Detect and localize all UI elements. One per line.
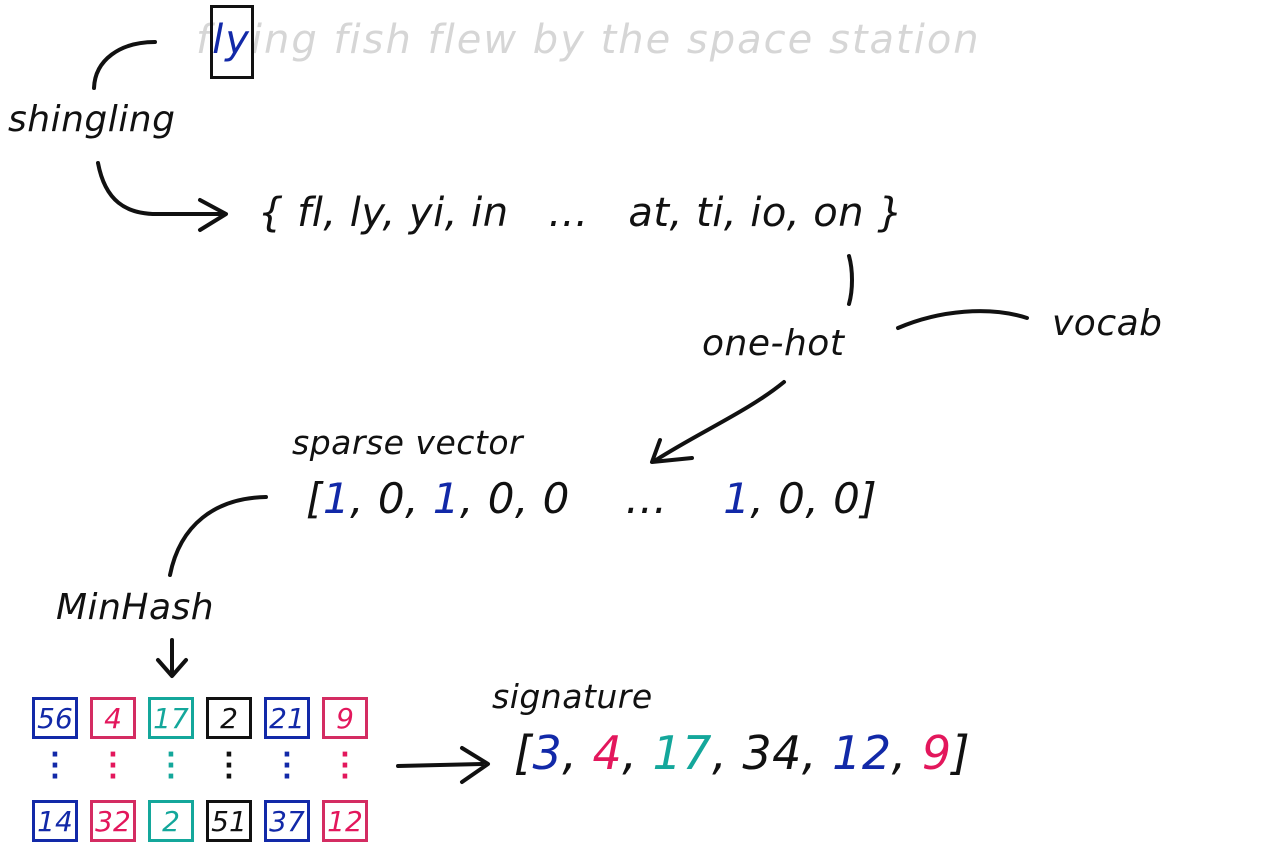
signature-value: 17 (652, 726, 713, 780)
highlighted-shingle: ly (212, 17, 251, 63)
sparse-vector-label: sparse vector (292, 423, 524, 462)
signature-close-bracket: ] (951, 726, 971, 780)
curve-sentence-to-shingling (92, 40, 157, 90)
signature-label: signature (492, 677, 653, 716)
arrowhead-onehot (650, 438, 694, 464)
arrowhead-signature (460, 746, 490, 784)
shingle-highlight-box (210, 5, 254, 79)
hash-cell-bottom: 32 (90, 800, 136, 842)
signature-value: 12 (832, 726, 892, 780)
one-hot-label: one-hot (702, 323, 845, 364)
vector-value: 1 (723, 474, 751, 523)
vector-value: 0 (778, 474, 806, 523)
vertical-ellipsis-icon: ··· (282, 740, 292, 792)
line-set-to-onehot (847, 254, 854, 306)
vertical-ellipsis-icon: ··· (166, 740, 176, 792)
set-items-end: at, ti, io, on (628, 190, 865, 236)
vertical-ellipsis-icon: ··· (108, 740, 118, 792)
hash-cell-top: 21 (264, 697, 310, 739)
vocab-label: vocab (1052, 303, 1163, 344)
set-open-brace: { (258, 190, 298, 236)
curve-vocab-to-onehot (896, 309, 1029, 330)
hash-cell-bottom: 12 (322, 800, 368, 842)
minhash-label: MinHash (56, 587, 215, 628)
source-sentence: flying fish flew by the space station (196, 20, 981, 60)
hash-cell-top: 4 (90, 697, 136, 739)
set-ellipsis: … (508, 190, 629, 236)
arrow-onehot-to-vector (654, 380, 786, 462)
signature-value: 4 (592, 726, 623, 780)
signature-value: 9 (921, 726, 952, 780)
signature-value: 3 (532, 726, 563, 780)
signature-vector: [3, 4, 17, 34, 12, 9] (514, 726, 971, 780)
vector-value: 0 (542, 474, 570, 523)
curve-vector-to-minhash (168, 495, 268, 577)
sparse-vector: [1, 0, 1, 0, 0 … 1, 0, 0] (306, 474, 878, 523)
vector-ellipsis: … (625, 474, 668, 523)
hash-cell-top: 2 (206, 697, 252, 739)
hash-cell-bottom: 51 (206, 800, 252, 842)
vector-value: 0 (487, 474, 515, 523)
arrow-table-to-signature (396, 762, 484, 768)
hash-cell-top: 17 (148, 697, 194, 739)
hash-cell-top: 56 (32, 697, 78, 739)
vertical-ellipsis-icon: ··· (50, 740, 60, 792)
shingling-label: shingling (8, 99, 176, 140)
sentence-prefix: f (196, 17, 213, 63)
signature-value: 34 (742, 726, 802, 780)
vector-value: 1 (432, 474, 460, 523)
vector-value: 0 (377, 474, 406, 523)
hash-cell-top: 9 (322, 697, 368, 739)
arrow-shingling-to-set (96, 161, 224, 217)
vertical-ellipsis-icon: ··· (340, 740, 350, 792)
arrowhead-shingling (198, 198, 228, 232)
hash-cell-bottom: 37 (264, 800, 310, 842)
vector-close-bracket: ] (860, 474, 878, 523)
set-items-start: fl, ly, yi, in (297, 190, 509, 236)
hash-cell-bottom: 14 (32, 800, 78, 842)
vector-value: 1 (322, 474, 351, 523)
signature-open-bracket: [ (514, 726, 533, 780)
hash-cell-bottom: 2 (148, 800, 194, 842)
sentence-rest: ing fish flew by the space station (250, 17, 981, 63)
vertical-ellipsis-icon: ··· (224, 740, 234, 792)
shingle-set: { fl, ly, yi, in … at, ti, io, on } (258, 193, 903, 233)
arrowhead-minhash (156, 658, 188, 678)
vector-value: 0 (833, 474, 861, 523)
vector-open-bracket: [ (306, 474, 323, 523)
set-close-brace: } (864, 190, 904, 236)
